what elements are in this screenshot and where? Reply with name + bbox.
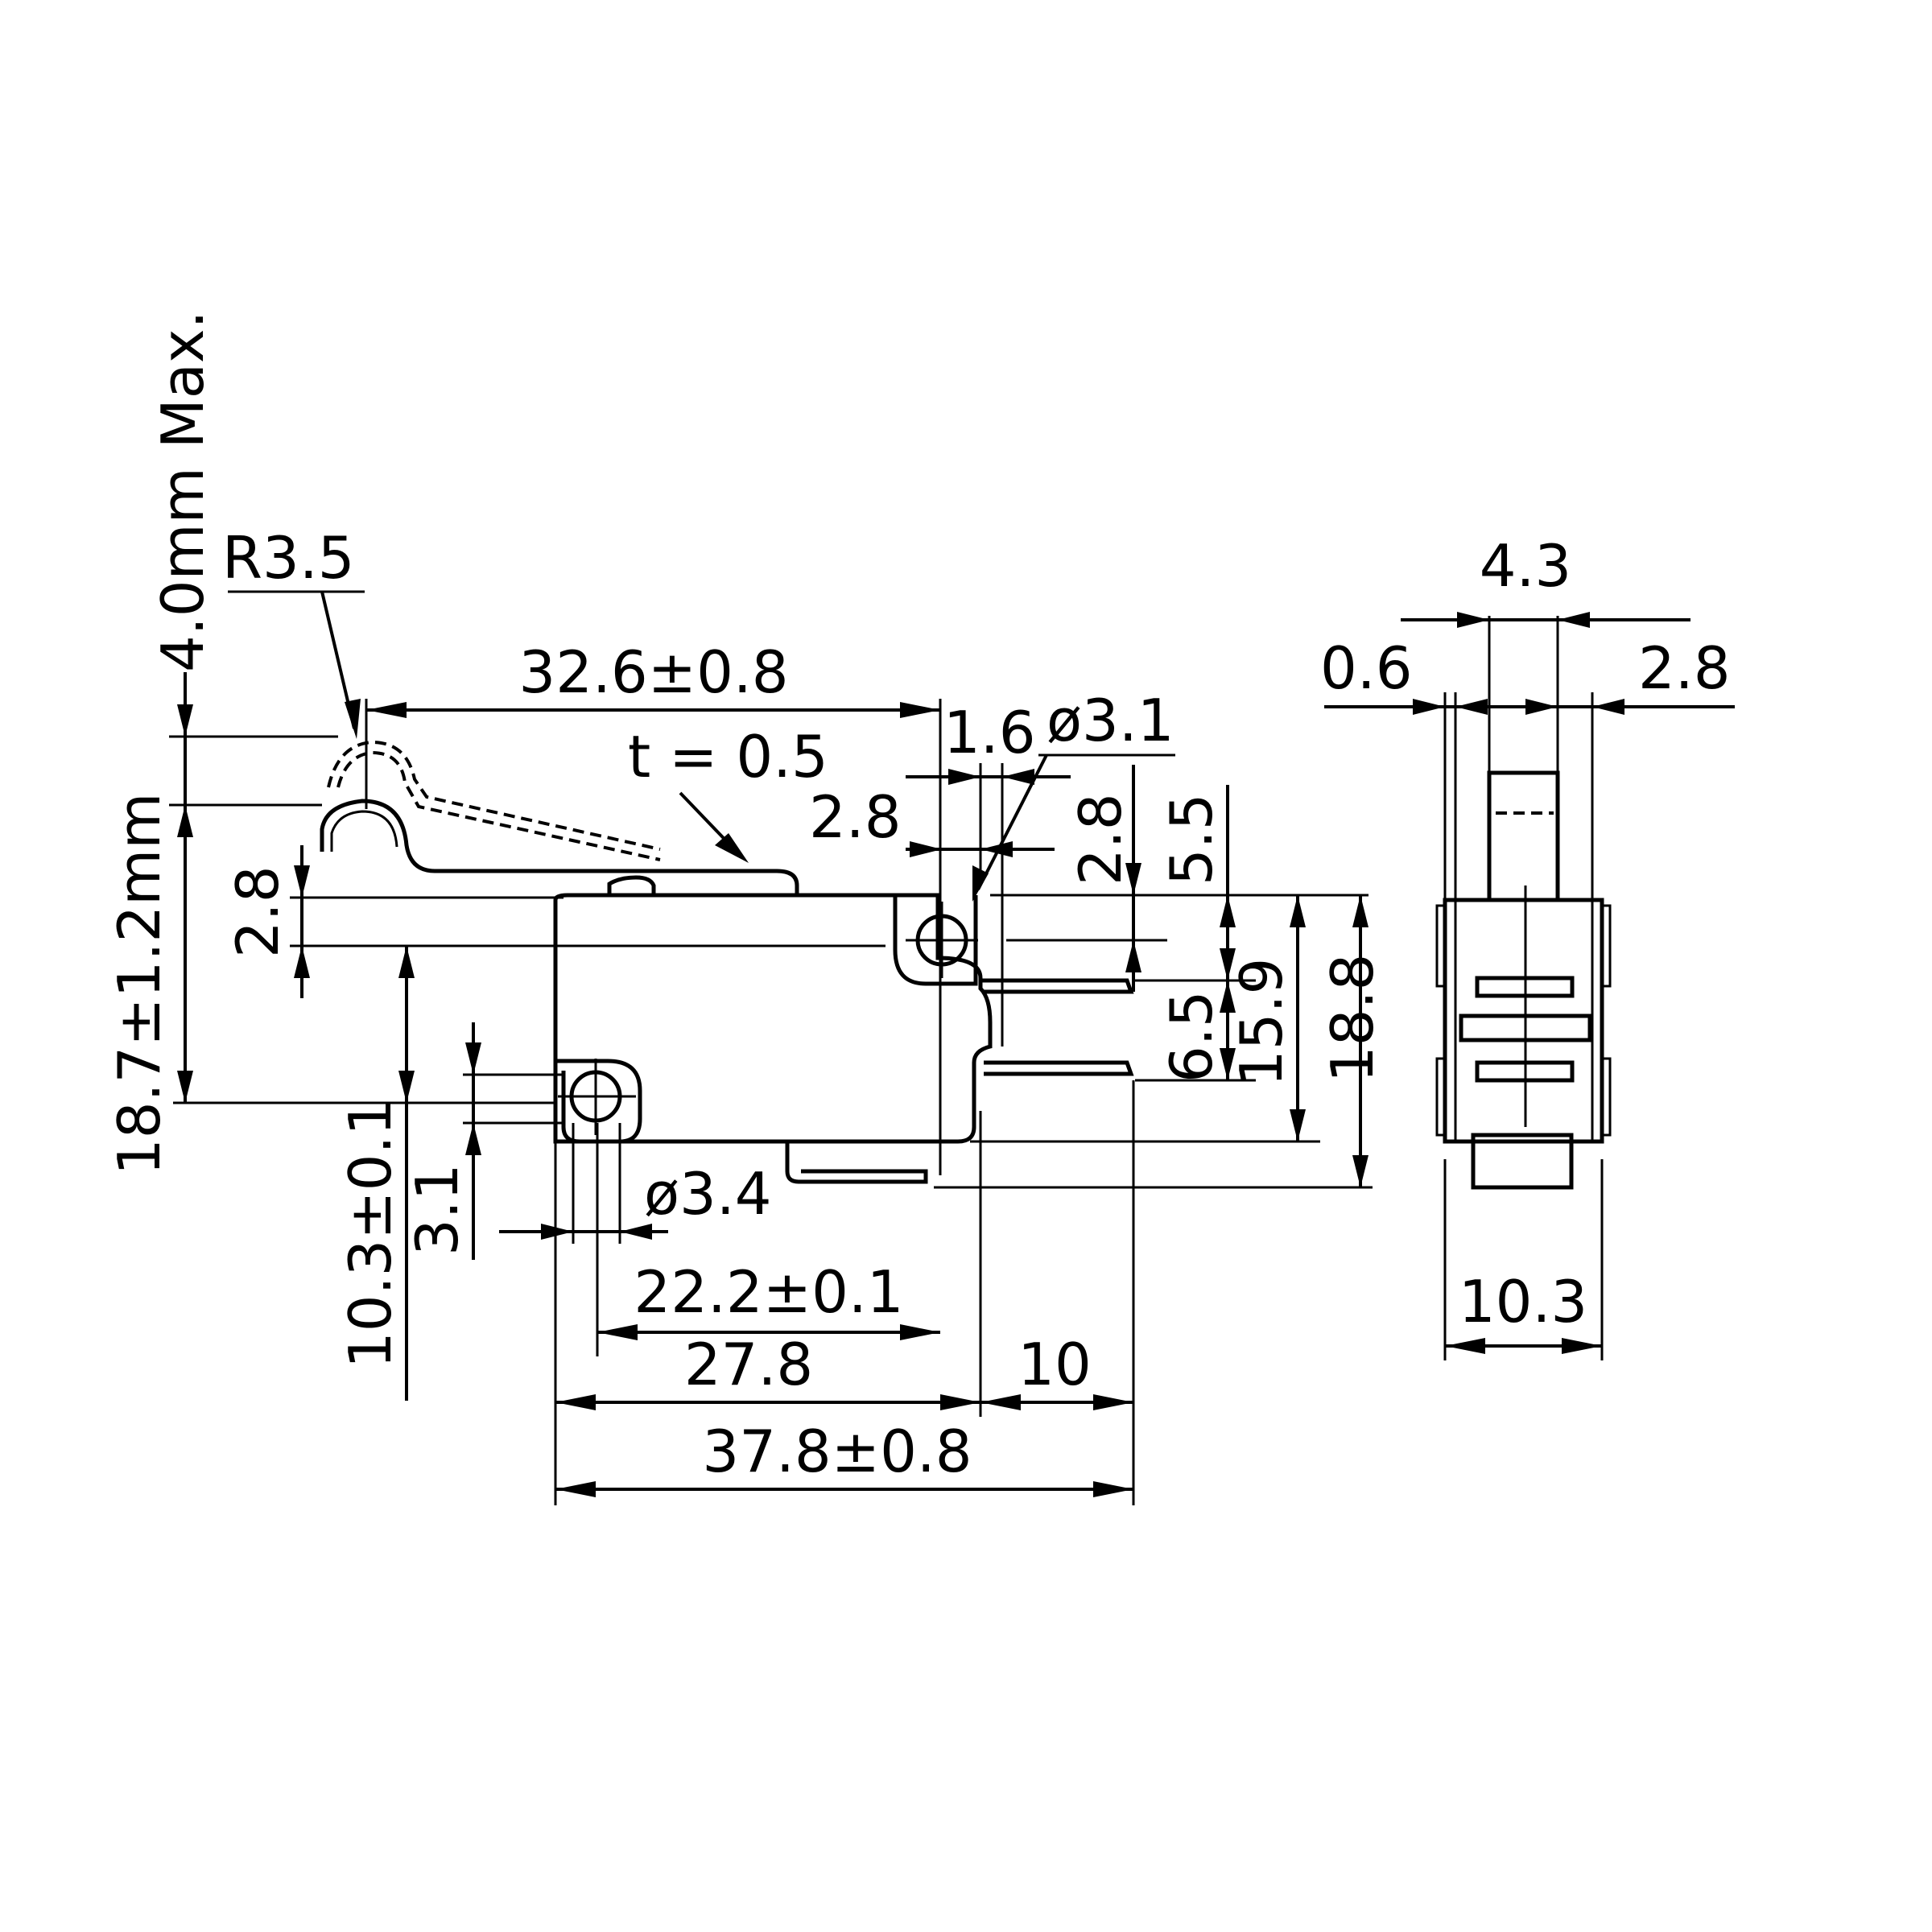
label-body-length: 27.8 bbox=[684, 1331, 813, 1398]
label-operating-height: 18.7±1.2mm bbox=[105, 793, 173, 1175]
label-mount-hole-right: ø3.1 bbox=[1046, 687, 1174, 754]
label-6-5: 6.5 bbox=[1158, 990, 1225, 1083]
label-term-offset-v: 2.8 bbox=[1067, 793, 1134, 886]
dimension-labels: 4.0mm Max. R3.5 32.6±0.8 t = 0.5 1.6 ø3.… bbox=[105, 311, 1731, 1485]
label-max-stroke: 4.0mm Max. bbox=[149, 311, 217, 672]
label-hole-pos: 10.3±0.1 bbox=[336, 1099, 404, 1368]
label-18-8: 18.8 bbox=[1319, 954, 1386, 1083]
label-hole-spacing: 22.2±0.1 bbox=[634, 1258, 903, 1326]
label-term-offset-h: 2.8 bbox=[809, 783, 902, 851]
label-mount-hole-left: ø3.4 bbox=[644, 1160, 772, 1228]
label-overall-length: 37.8±0.8 bbox=[702, 1418, 972, 1485]
side-view-dimensions bbox=[1324, 612, 1735, 1360]
dimension-lines bbox=[169, 590, 1373, 1505]
side-view bbox=[1435, 770, 1612, 1190]
label-side-0-6: 0.6 bbox=[1320, 634, 1413, 702]
label-terminal-length: 10 bbox=[1018, 1331, 1092, 1398]
label-side-width-top: 4.3 bbox=[1480, 532, 1572, 600]
label-lever-length: 32.6±0.8 bbox=[518, 638, 788, 706]
label-side-width: 10.3 bbox=[1459, 1268, 1587, 1335]
label-side-2-8: 2.8 bbox=[1638, 634, 1731, 702]
label-lever-height: 2.8 bbox=[224, 865, 291, 958]
label-15-9: 15.9 bbox=[1228, 958, 1295, 1087]
label-lever-radius: R3.5 bbox=[222, 524, 355, 592]
label-hole-offset: 3.1 bbox=[403, 1163, 471, 1256]
mount-hole-left bbox=[558, 1059, 636, 1135]
lever-free-position bbox=[327, 740, 661, 861]
label-pin-offset: 1.6 bbox=[943, 699, 1036, 766]
switch-body bbox=[553, 875, 993, 1144]
label-5-5: 5.5 bbox=[1158, 793, 1225, 886]
label-lever-thickness: t = 0.5 bbox=[628, 723, 828, 791]
terminals bbox=[785, 978, 1134, 1184]
mount-hole-right bbox=[906, 902, 978, 978]
switch-lever bbox=[320, 799, 799, 895]
